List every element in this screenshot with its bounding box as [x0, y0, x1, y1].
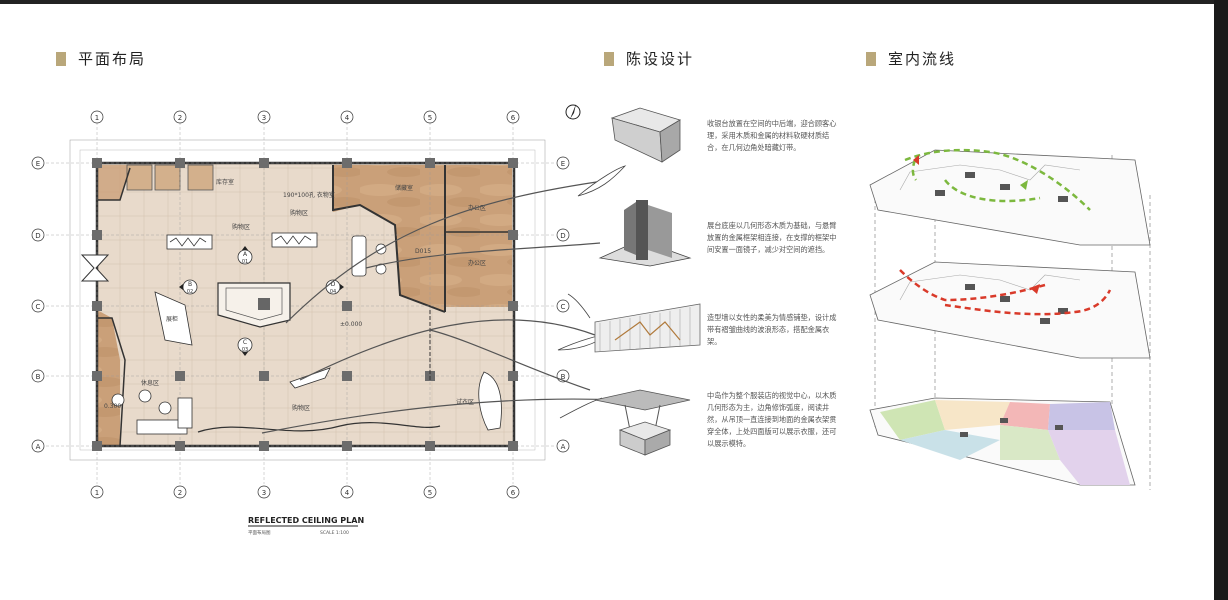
svg-text:休息区: 休息区 — [141, 379, 159, 387]
top-border — [0, 0, 1228, 4]
svg-text:C: C — [561, 303, 566, 311]
svg-text:办公区: 办公区 — [468, 259, 486, 267]
section-marker-a: A 01 — [237, 246, 253, 265]
svg-text:2: 2 — [178, 489, 182, 497]
svg-text:B: B — [561, 373, 566, 381]
svg-text:5: 5 — [428, 489, 432, 497]
display-desc-3: 造型墙以女性的柔美为情感铺垫，设计成带有褶皱曲线的波浪形态，搭配金属衣架。 — [707, 313, 837, 346]
svg-text:C: C — [36, 303, 41, 311]
svg-text:购物区: 购物区 — [292, 404, 310, 412]
wave-wall-sketch — [594, 303, 701, 353]
flow-layer-green — [869, 148, 1151, 246]
svg-text:01: 01 — [242, 259, 248, 265]
svg-text:03: 03 — [242, 347, 248, 353]
svg-text:E: E — [36, 160, 40, 168]
svg-text:购物区: 购物区 — [290, 209, 308, 217]
display-desc-2: 展台底座以几何形态木质为基础，与悬臂放置的金属框架相连接，在支撑的框架中间安置一… — [707, 221, 837, 254]
section-marker-b: B 02 — [179, 279, 198, 295]
mirror-stand-sketch — [598, 200, 692, 267]
display-racks — [166, 232, 318, 250]
display-desc-1: 收银台放置在空间的中后端，迎合顾客心理，采用木质和金属的材料软硬材质结合，在几何… — [707, 119, 837, 152]
flow-layer-red — [869, 261, 1151, 359]
svg-text:平面布局图: 平面布局图 — [248, 529, 271, 536]
svg-text:D: D — [560, 232, 565, 240]
cashier-counter — [351, 235, 367, 277]
plan-caption: REFLECTED CEILING PLAN 平面布局图 SCALE 1:100 — [248, 516, 364, 536]
svg-text:6: 6 — [511, 489, 516, 497]
display-desc-4: 中岛作为整个服装店的视觉中心，以木质几何形态为主，边角修饰弧度，阅读井然，从吊顶… — [707, 391, 837, 448]
svg-text:B: B — [36, 373, 41, 381]
svg-text:试衣区: 试衣区 — [456, 398, 474, 406]
svg-text:REFLECTED CEILING PLAN: REFLECTED CEILING PLAN — [248, 516, 364, 525]
leader-curves — [261, 179, 621, 434]
svg-text:D: D — [35, 232, 40, 240]
section-marker-d: D 04 — [325, 279, 344, 295]
heading-marker-icon — [604, 51, 614, 66]
svg-text:0.300: 0.300 — [104, 403, 121, 410]
wave-wall — [197, 422, 441, 433]
section-flow-heading: 室内流线 — [866, 48, 956, 69]
svg-text:C: C — [243, 339, 247, 346]
section-marker-c: C 03 — [237, 337, 253, 356]
fitting-room — [478, 371, 502, 431]
central-island — [217, 282, 291, 328]
center-island-sketch — [594, 389, 691, 456]
grid-bubbles-top: 1 2 3 4 5 6 — [90, 110, 520, 124]
sketch-swoosh — [577, 165, 627, 197]
wave-rack — [289, 367, 331, 389]
grid-bubbles-bottom: 1 2 3 4 5 6 — [90, 485, 520, 499]
flow-layer-zones — [869, 397, 1136, 486]
svg-text:6: 6 — [511, 114, 516, 122]
svg-text:A: A — [561, 443, 566, 451]
svg-text:E: E — [561, 160, 565, 168]
cashier-sketch — [610, 107, 681, 163]
svg-text:4: 4 — [345, 489, 350, 497]
svg-text:±0.000: ±0.000 — [340, 321, 362, 328]
svg-text:1: 1 — [95, 489, 99, 497]
svg-text:04: 04 — [330, 289, 336, 295]
display-island — [154, 291, 193, 346]
heading-marker-icon — [866, 51, 876, 66]
svg-text:02: 02 — [187, 289, 193, 295]
svg-text:4: 4 — [345, 114, 350, 122]
svg-text:190*100孔 衣物室: 190*100孔 衣物室 — [283, 191, 335, 199]
svg-text:1: 1 — [95, 114, 99, 122]
svg-text:库存室: 库存室 — [216, 178, 234, 186]
heading-marker-icon — [56, 51, 66, 66]
svg-text:2: 2 — [178, 114, 182, 122]
svg-text:SCALE 1:100: SCALE 1:100 — [320, 530, 349, 536]
section-plan-heading: 平面布局 — [56, 48, 146, 69]
left-wood-floor — [97, 310, 120, 446]
room-labels: 购物区 购物区 储藏室 办公区 办公区 休息区 购物区 试衣区 展柜 库存室 1… — [104, 178, 486, 412]
svg-text:D015: D015 — [415, 248, 431, 255]
structural-columns — [92, 158, 518, 451]
svg-text:5: 5 — [428, 114, 432, 122]
section-display-heading: 陈设设计 — [604, 48, 694, 69]
sofa-set — [111, 389, 193, 435]
svg-text:3: 3 — [262, 489, 266, 497]
svg-text:B: B — [188, 281, 192, 288]
svg-text:展柜: 展柜 — [166, 315, 178, 323]
entrance-symbol — [80, 254, 110, 282]
office-wood-floor — [333, 165, 512, 312]
svg-text:3: 3 — [262, 114, 266, 122]
top-alcoves — [126, 164, 214, 191]
svg-text:D: D — [331, 281, 336, 288]
dimension-frame — [69, 139, 546, 461]
svg-text:购物区: 购物区 — [232, 223, 250, 231]
grid-bubbles-left: E D C B A — [31, 156, 45, 453]
right-border — [1214, 0, 1228, 600]
grid-bubbles-right: E D C B A — [556, 156, 570, 453]
svg-text:A: A — [36, 443, 41, 451]
svg-text:A: A — [243, 251, 248, 258]
north-arrow-icon — [565, 104, 581, 120]
svg-text:储藏室: 储藏室 — [395, 184, 413, 192]
